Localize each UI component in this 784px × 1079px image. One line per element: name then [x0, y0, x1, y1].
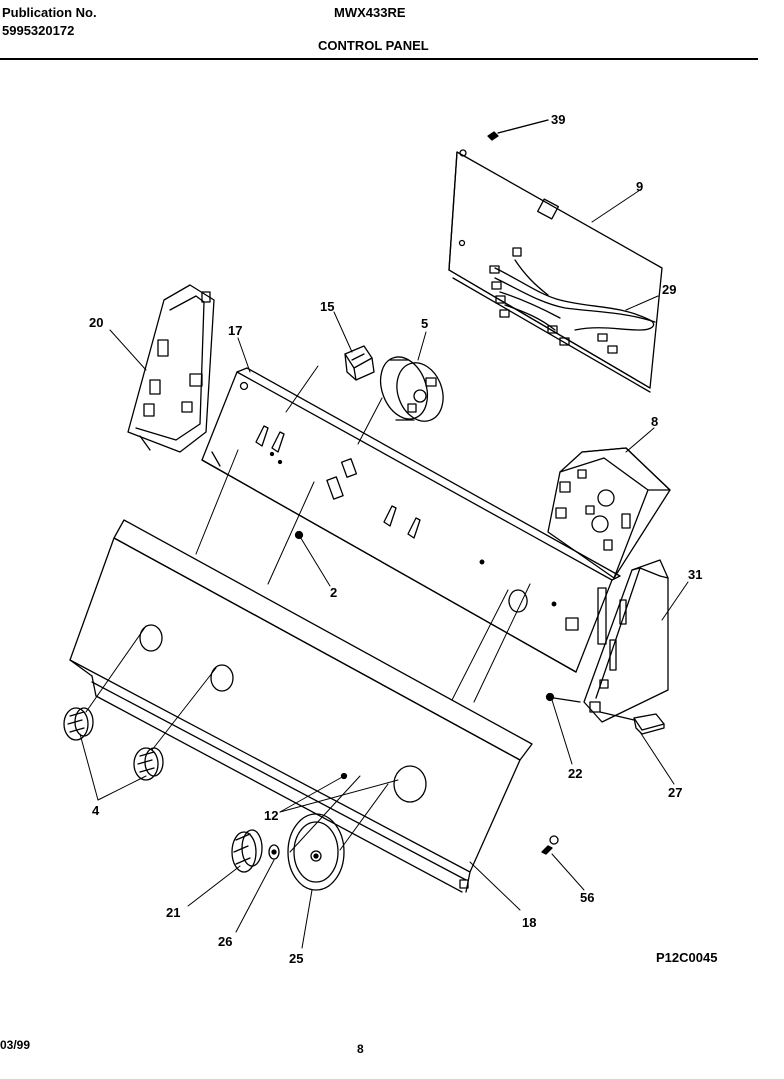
part-25-dial [287, 813, 345, 891]
callout-8: 8 [651, 414, 658, 429]
part-29-wire-harness [489, 247, 656, 354]
drawing-code: P12C0045 [656, 950, 717, 965]
part-20-end-bracket [127, 284, 215, 453]
callout-9: 9 [636, 179, 643, 194]
part-26-washer [268, 844, 280, 860]
header-rule [0, 58, 758, 60]
part-5-timer [379, 356, 444, 422]
callout-4: 4 [92, 803, 100, 818]
callout-17: 17 [228, 323, 242, 338]
callout-18: 18 [522, 915, 536, 930]
page-number: 8 [357, 1042, 364, 1056]
callout-12: 12 [264, 808, 278, 823]
part-31-end-cap [583, 559, 669, 723]
callout-25: 25 [289, 951, 303, 966]
part-9-rear-panel [448, 149, 663, 393]
part-4-knob [63, 707, 164, 781]
part-39-screw [487, 119, 549, 141]
callout-27: 27 [668, 785, 682, 800]
publication-number: 5995320172 [2, 23, 75, 38]
callout-22: 22 [568, 766, 582, 781]
part-56-screw [541, 835, 559, 855]
part-17-control-panel [201, 367, 621, 673]
callout-26: 26 [218, 934, 232, 949]
callout-56: 56 [580, 890, 594, 905]
part-8-control-module [547, 447, 671, 579]
part-18-front-console [69, 519, 533, 893]
section-title: CONTROL PANEL [318, 38, 429, 53]
publication-label: Publication No. [2, 5, 97, 20]
callout-2: 2 [330, 585, 337, 600]
part-27-clip [599, 711, 665, 735]
callout-29: 29 [662, 282, 676, 297]
callout-20: 20 [89, 315, 103, 330]
part-21-knob [231, 829, 263, 873]
callout-21: 21 [166, 905, 180, 920]
part-15-switch [344, 345, 375, 381]
footer-date: 03/99 [0, 1038, 31, 1052]
callout-31: 31 [688, 567, 702, 582]
callout-15: 15 [320, 299, 334, 314]
callout-39: 39 [551, 112, 565, 127]
assembly-lines [79, 119, 689, 949]
model-number: MWX433RE [334, 5, 406, 20]
part-22-screw [545, 692, 581, 703]
callout-labels: 39 9 29 20 15 5 17 8 31 2 22 27 4 12 18 … [89, 112, 717, 966]
callout-5: 5 [421, 316, 428, 331]
